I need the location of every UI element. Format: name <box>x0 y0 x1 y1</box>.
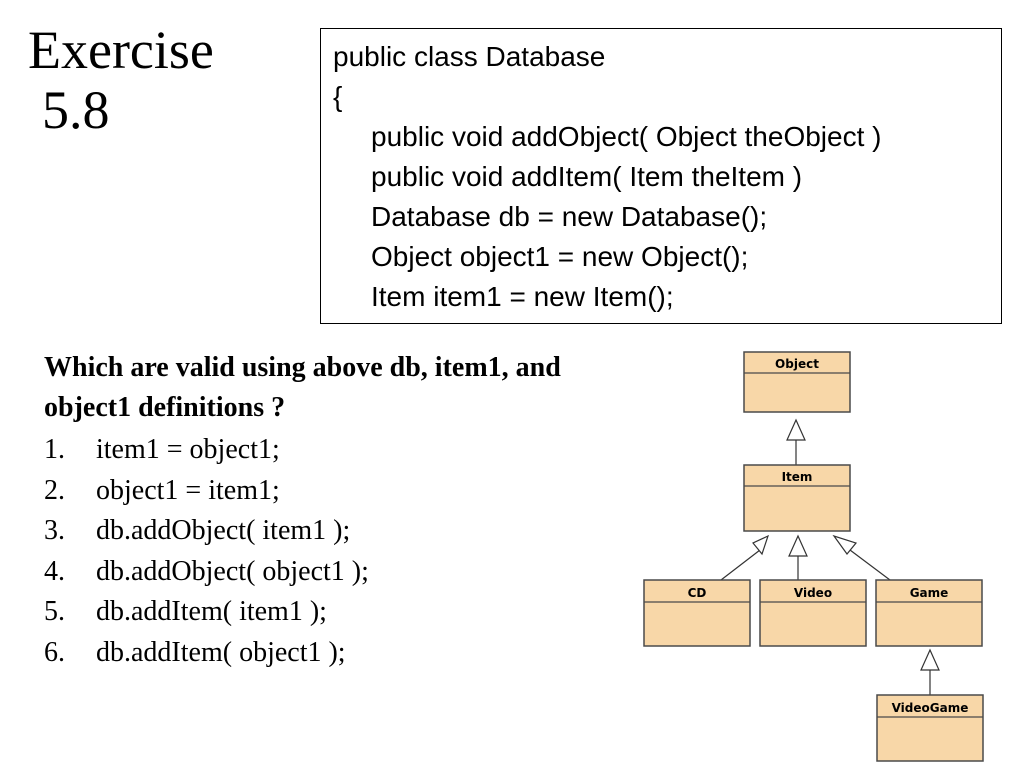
class-video-box <box>759 579 867 647</box>
uml-class-diagram: Object Item CD Video Game <box>643 351 984 762</box>
class-video: Video <box>759 579 867 647</box>
option-item: 5. db.addItem( item1 ); <box>44 592 369 633</box>
option-item: 4. db.addObject( object1 ); <box>44 552 369 593</box>
class-game-box <box>875 579 983 647</box>
code-line-db-decl: Database db = new Database(); <box>371 201 768 232</box>
slide-title: Exercise 5.8 <box>28 20 214 140</box>
option-number: 2. <box>44 474 65 506</box>
option-number: 4. <box>44 555 65 587</box>
option-text: object1 = item1; <box>96 474 280 506</box>
class-cd: CD <box>643 579 751 647</box>
option-number: 6. <box>44 636 65 668</box>
code-line-class-decl: public class Database <box>333 41 606 72</box>
code-line-object1-decl: Object object1 = new Object(); <box>371 241 749 272</box>
question-text: Which are valid using above db, item1, a… <box>44 352 561 423</box>
class-item-box <box>743 464 851 532</box>
option-text: db.addObject( object1 ); <box>96 555 369 587</box>
option-text: db.addObject( item1 ); <box>96 515 351 546</box>
class-boxes: Object Item CD Video Game <box>643 351 984 762</box>
class-videogame-label: VideoGame <box>892 701 969 715</box>
code-line-item1-decl: Item item1 = new Item(); <box>371 281 674 312</box>
edge-cd-item <box>720 549 761 581</box>
options-list: 1. item1 = object1; 2. object1 = item1; 3.… <box>44 430 369 673</box>
class-cd-label: CD <box>688 586 707 600</box>
class-item-label: Item <box>782 470 813 484</box>
class-object-label: Object <box>775 357 819 371</box>
class-object-box <box>743 351 851 413</box>
option-item: 1. item1 = object1; <box>44 430 369 471</box>
code-box: public class Database { public void addO… <box>320 28 1002 324</box>
class-game: Game <box>875 579 983 647</box>
arrowhead-game-2 <box>920 648 940 671</box>
title-line-2: 5.8 <box>42 80 110 140</box>
arrowhead-cd <box>752 534 770 556</box>
option-text: item1 = object1; <box>96 434 280 465</box>
class-cd-box <box>643 579 751 647</box>
option-number: 3. <box>44 515 65 546</box>
option-number: 5. <box>44 596 65 627</box>
code-line-add-object: public void addObject( Object theObject … <box>371 121 882 152</box>
inheritance-edges <box>720 418 940 695</box>
class-videogame: VideoGame <box>876 694 984 762</box>
code-line-open-brace: { <box>333 81 343 112</box>
class-videogame-box <box>876 694 984 762</box>
title-line-1: Exercise <box>28 20 214 80</box>
option-item: 6. db.addItem( object1 ); <box>44 633 369 674</box>
arrowhead-game <box>832 534 858 555</box>
arrowhead-video <box>788 534 808 557</box>
arrowhead-object <box>786 418 806 441</box>
option-item: 3. db.addObject( item1 ); <box>44 511 369 552</box>
option-number: 1. <box>44 434 65 465</box>
class-video-label: Video <box>794 586 832 600</box>
option-text: db.addItem( item1 ); <box>96 596 327 627</box>
option-text: db.addItem( object1 ); <box>96 636 346 668</box>
class-item: Item <box>743 464 851 532</box>
class-object: Object <box>743 351 851 413</box>
class-game-label: Game <box>910 586 949 600</box>
code-line-add-item: public void addItem( Item theItem ) <box>371 161 803 192</box>
edge-game-item <box>849 549 891 581</box>
option-item: 2. object1 = item1; <box>44 471 369 512</box>
